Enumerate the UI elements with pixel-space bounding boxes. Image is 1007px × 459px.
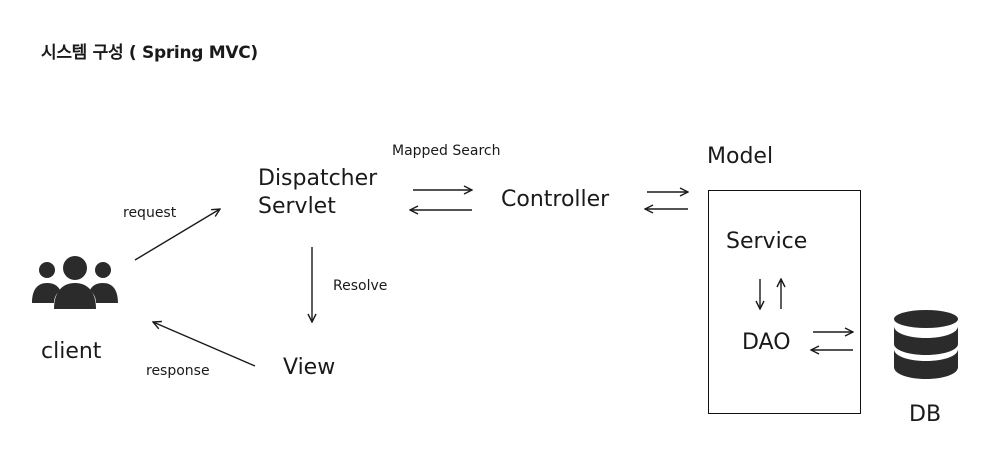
service-label: Service <box>726 229 808 254</box>
request-label: request <box>123 205 177 221</box>
mapped-search-label: Mapped Search <box>392 143 501 159</box>
diagram-title: 시스템 구성 ( Spring MVC) <box>41 43 258 63</box>
client-label: client <box>41 339 102 364</box>
view-label: View <box>283 355 336 380</box>
model-box <box>708 190 861 414</box>
controller-label: Controller <box>501 187 610 212</box>
users-icon <box>32 256 118 309</box>
database-icon <box>894 310 958 379</box>
dispatcher-servlet-label: Dispatcher Servlet <box>258 165 377 221</box>
dispatcher-servlet-line1: Dispatcher <box>258 166 378 191</box>
dispatcher-servlet-line2: Servlet <box>258 194 336 219</box>
resolve-label: Resolve <box>333 278 388 294</box>
db-label: DB <box>909 402 942 427</box>
response-arrow <box>153 322 256 367</box>
model-label: Model <box>707 144 774 169</box>
dao-label: DAO <box>742 330 791 355</box>
response-label: response <box>146 363 210 379</box>
